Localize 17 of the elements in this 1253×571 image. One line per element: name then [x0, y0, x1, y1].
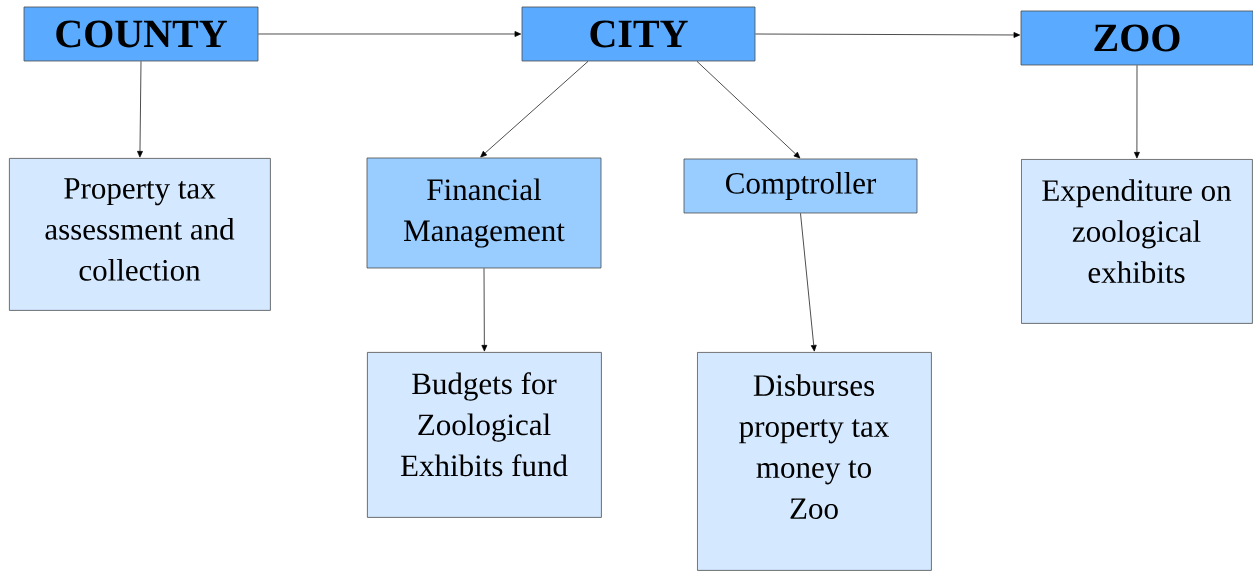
- process-box: Expenditure on zoological exhibits: [1021, 159, 1253, 324]
- heading-box: CITY: [521, 6, 756, 62]
- arrow: [258, 31, 522, 37]
- arrow: [1134, 65, 1140, 159]
- arrow: [800, 213, 817, 352]
- heading-box: COUNTY: [23, 6, 259, 62]
- process-box: Financial Management: [366, 157, 602, 269]
- process-box: Property tax assessment and collection: [9, 158, 271, 311]
- heading-box: ZOO: [1020, 10, 1253, 66]
- arrow: [480, 61, 589, 158]
- arrow: [696, 61, 801, 159]
- arrow: [137, 61, 143, 158]
- process-box: Comptroller: [683, 158, 918, 214]
- process-box: Budgets for Zoological Exhibits fund: [367, 352, 602, 518]
- process-box: Disburses property tax money to Zoo: [697, 352, 932, 571]
- arrow: [481, 268, 488, 352]
- arrow: [755, 32, 1021, 38]
